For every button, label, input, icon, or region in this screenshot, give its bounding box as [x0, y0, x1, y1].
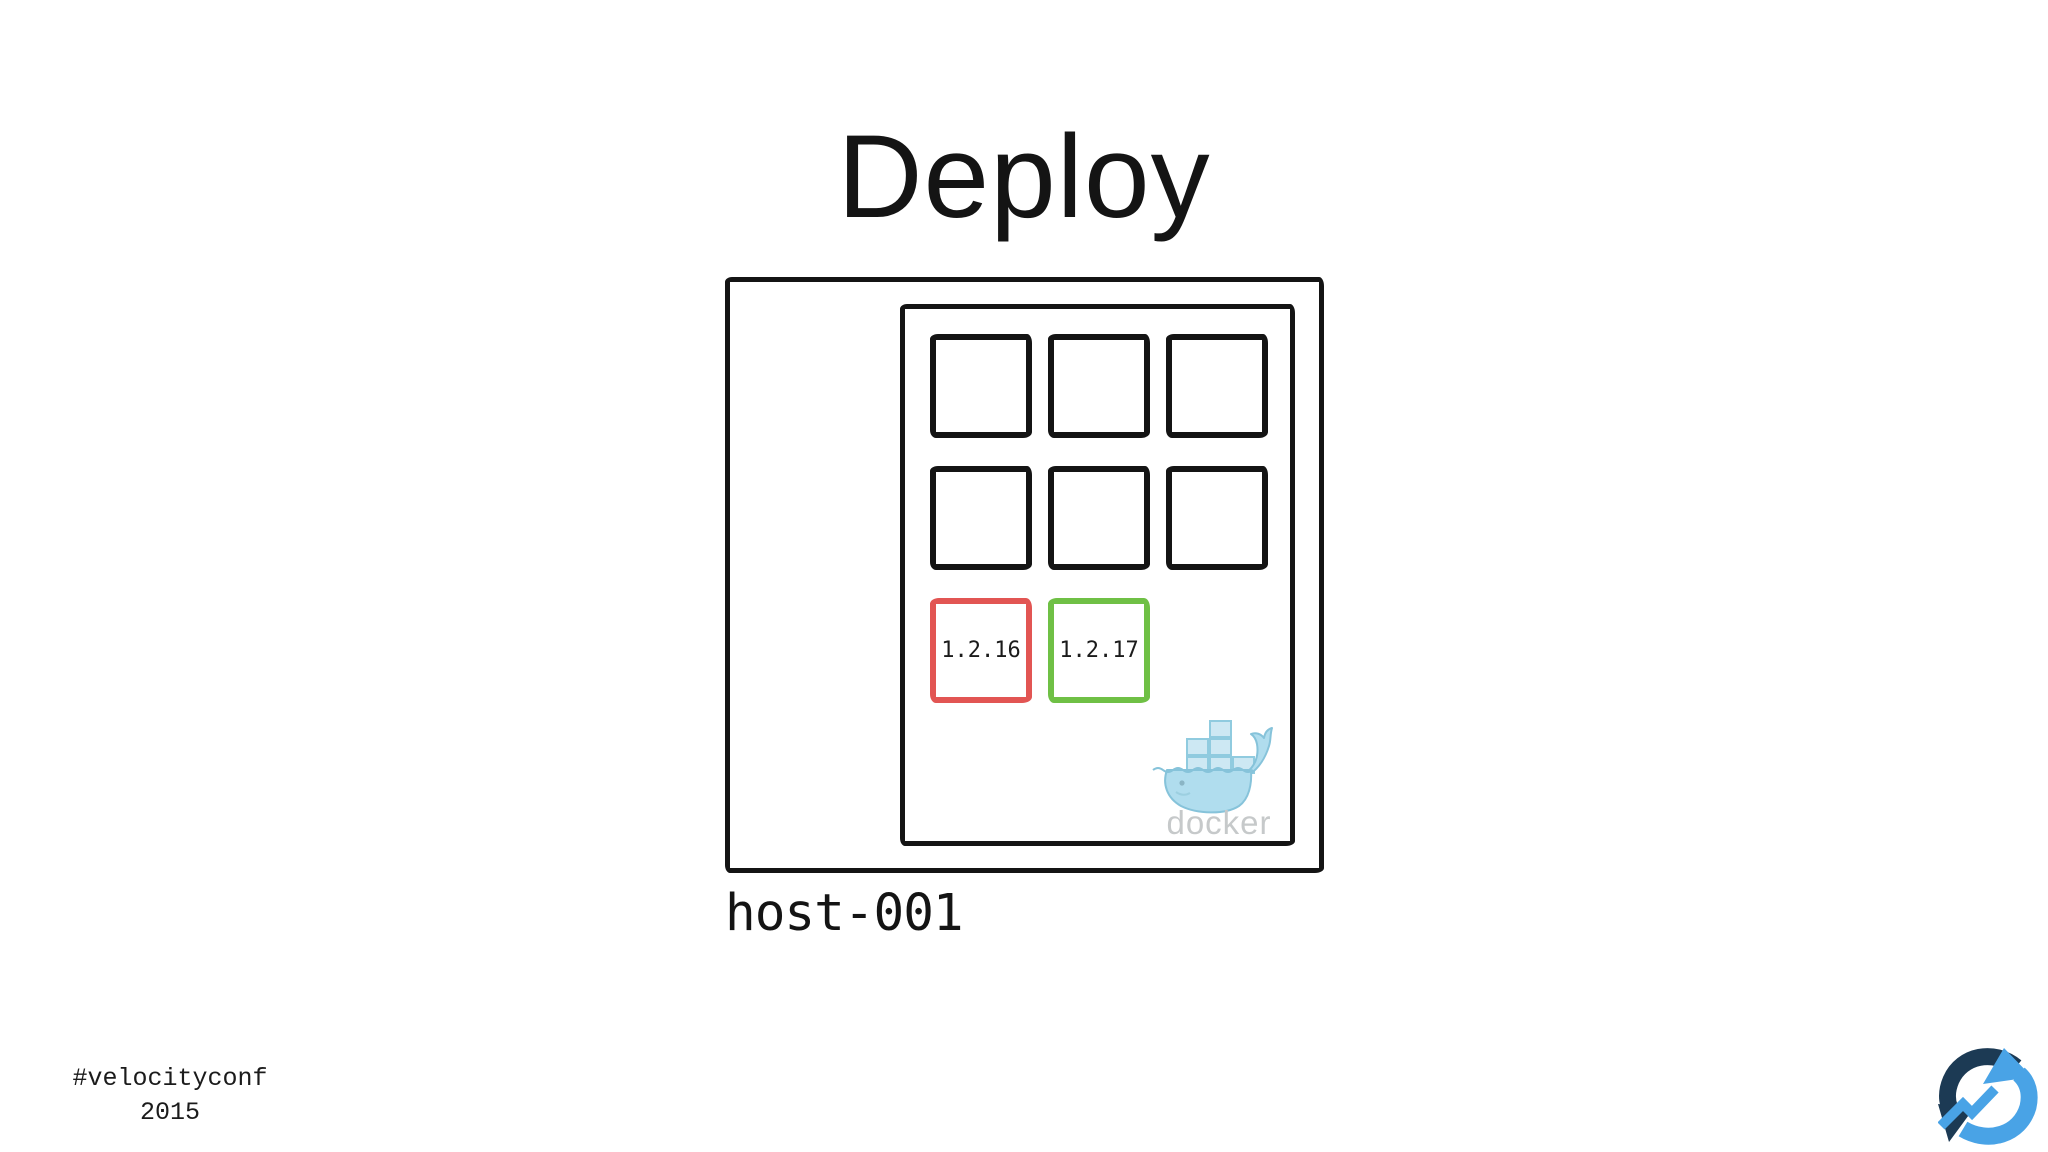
footer-year: 2015 — [139, 1098, 200, 1127]
container-slot — [1166, 466, 1268, 570]
docker-wordmark: docker — [1166, 804, 1271, 840]
footer: #velocityconf 2015 — [40, 1062, 300, 1130]
old-version-label: 1.2.16 — [941, 638, 1021, 663]
container-slot — [1166, 334, 1268, 438]
page-title: Deploy — [837, 111, 1211, 243]
container-slot — [930, 334, 1032, 438]
host-box — [725, 277, 1324, 873]
docker-whale-icon — [1152, 720, 1273, 814]
container-slot — [930, 466, 1032, 570]
docker-logo: docker — [1152, 720, 1273, 840]
container-slot — [1048, 334, 1150, 438]
container-slot — [1048, 466, 1150, 570]
cycle-arrows-logo-icon — [1938, 1048, 2038, 1145]
docker-engine-box: 1.2.16 1.2.17 — [900, 304, 1295, 846]
container-old-version: 1.2.16 — [930, 598, 1032, 703]
container-new-version: 1.2.17 — [1048, 598, 1150, 703]
host-label: host-001 — [725, 884, 964, 943]
footer-hashtag: #velocityconf — [72, 1064, 268, 1093]
new-version-label: 1.2.17 — [1059, 638, 1139, 663]
